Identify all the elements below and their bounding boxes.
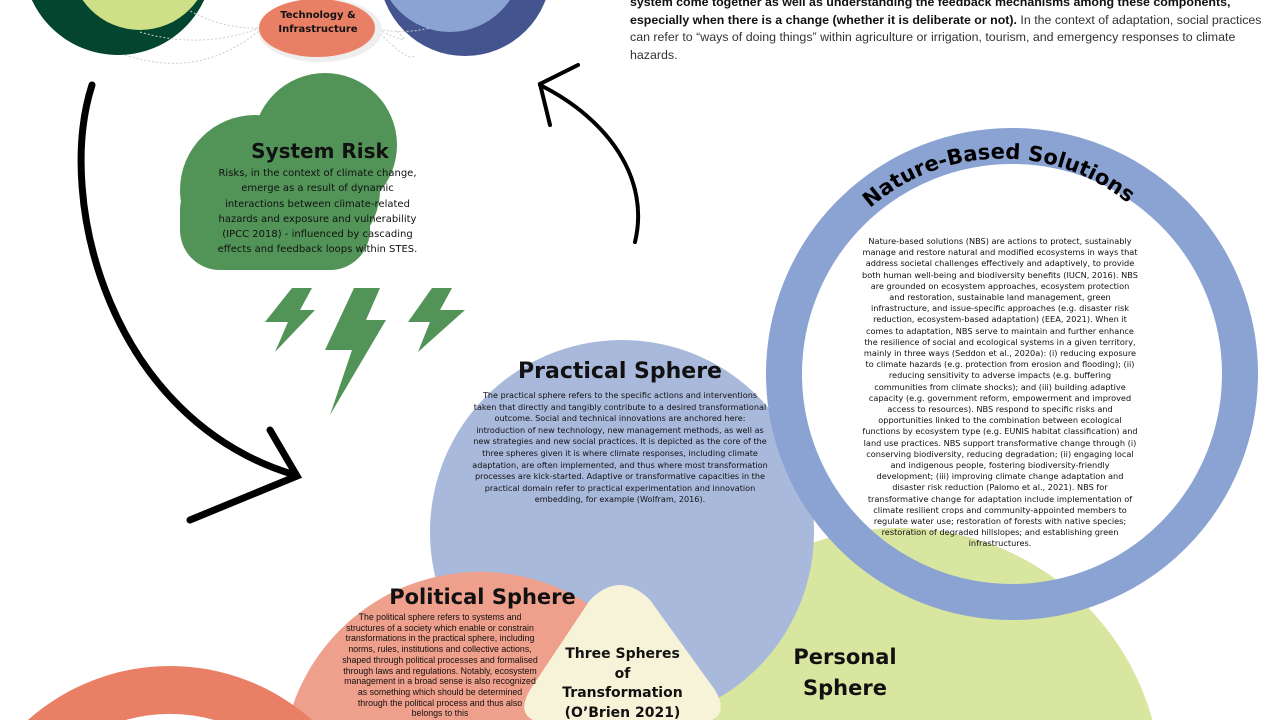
intro-paragraph: system come together as well as understa… [630, 0, 1270, 64]
system-risk-title: System Risk [251, 139, 389, 163]
personal-sphere-title: Personal Sphere [793, 645, 897, 700]
cloud-shape [180, 73, 397, 270]
political-sphere-body: The political sphere refers to systems a… [342, 612, 538, 719]
practical-sphere-title: Practical Sphere [518, 359, 722, 384]
political-sphere-title: Political Sphere [389, 585, 576, 609]
intro-bold: system come together as well as understa… [630, 0, 1231, 27]
arrow-up [537, 63, 641, 244]
lightning-icon [265, 288, 465, 415]
tech-node-label: Technology & Infrastructure [278, 10, 358, 35]
nbs-ring [766, 128, 1258, 620]
practical-sphere-body: The practical sphere refers to the speci… [472, 390, 768, 505]
center-label: Three Spheres of Transformation (O’Brien… [562, 646, 683, 721]
nbs-body: Nature-based solutions (NBS) are actions… [862, 236, 1138, 549]
arrow-down [77, 81, 303, 524]
top-left-circle [31, 0, 205, 55]
center-triangle [524, 585, 721, 720]
bottom-left-ring [27, 666, 313, 720]
tech-node [259, 0, 375, 57]
intro-text: In the context of adaptation, social pra… [630, 12, 1262, 62]
top-right-circle [384, 0, 546, 56]
system-risk-body: Risks, in the context of climate change,… [217, 168, 418, 256]
